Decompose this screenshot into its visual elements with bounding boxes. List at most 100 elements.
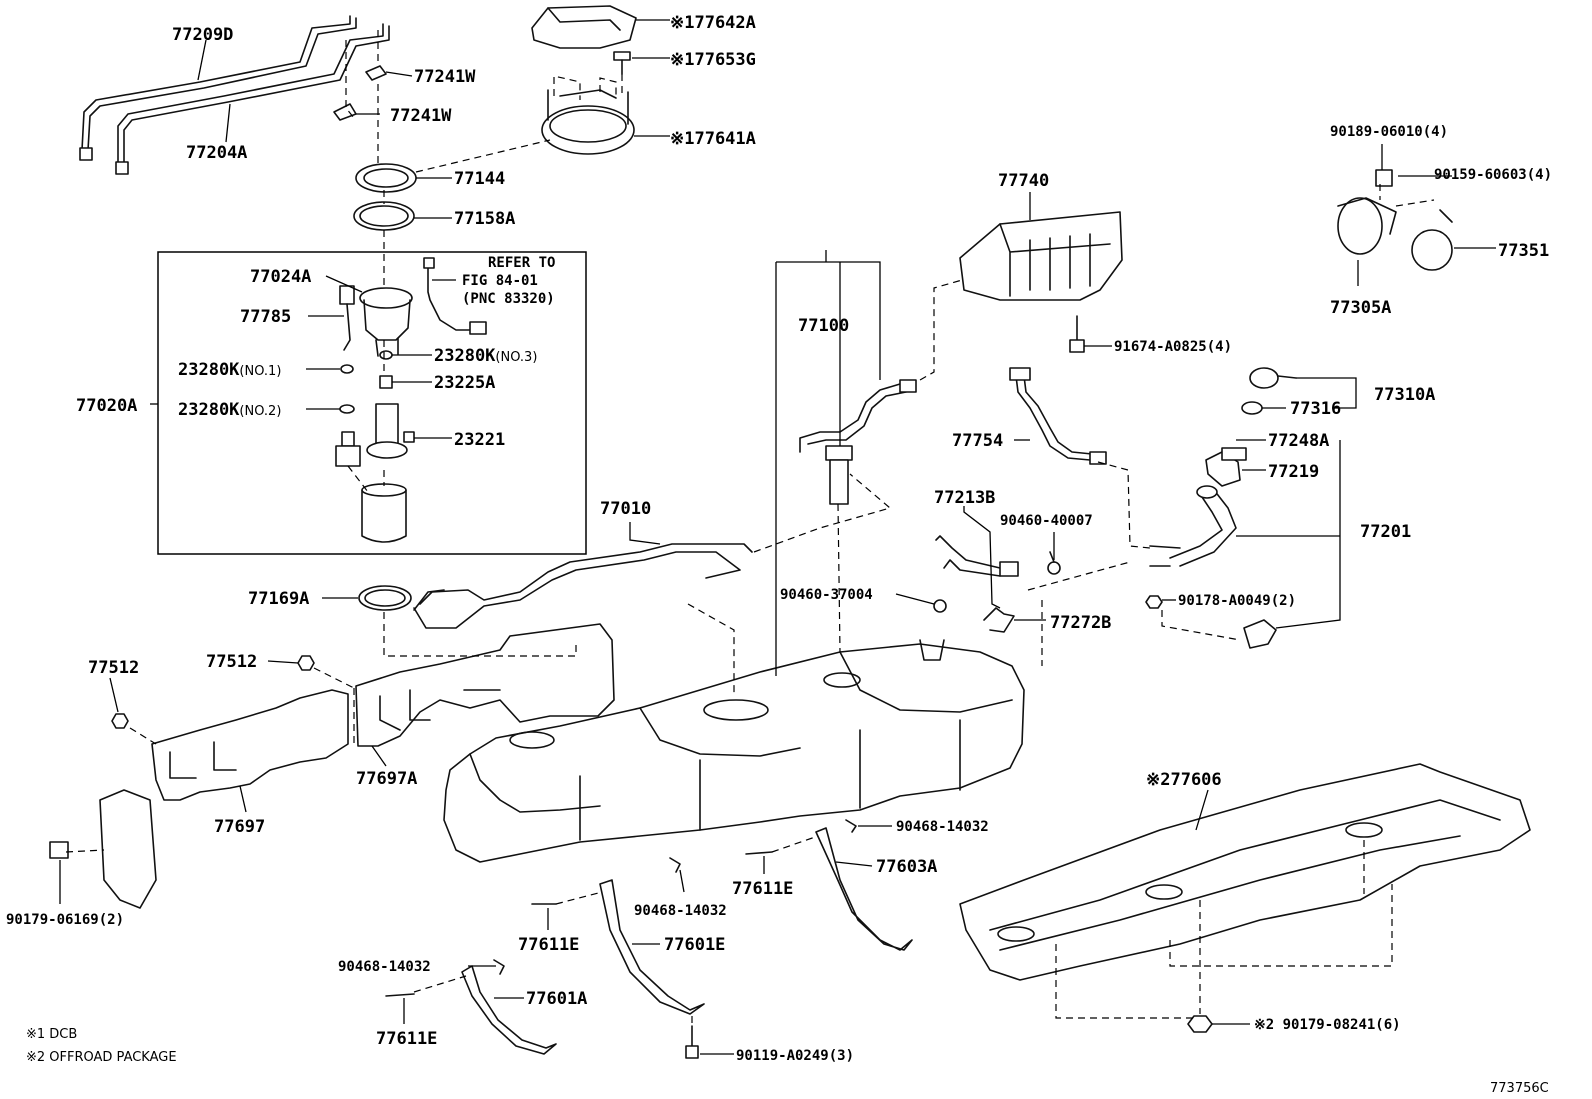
- label-90179-08241: ※2 90179-08241(6): [1254, 1017, 1401, 1033]
- label-90460-37004: 90460-37004: [780, 587, 873, 603]
- screw-90159-drawing[interactable]: [1439, 209, 1453, 223]
- ring-77641a-drawing[interactable]: [541, 89, 635, 155]
- filler-lid-77351-drawing[interactable]: [1411, 229, 1453, 271]
- skid-plate-77606-drawing[interactable]: [959, 763, 1531, 981]
- label-90179-06169: 90179-06169(2): [6, 912, 124, 928]
- label-77603a: 77603A: [876, 857, 937, 877]
- filler-bracket-drawing[interactable]: [1243, 619, 1277, 649]
- pin-77611e-c-drawing[interactable]: [385, 993, 415, 997]
- strap-77601a-drawing[interactable]: [461, 965, 557, 1055]
- label-77641a: ※177641A: [670, 129, 756, 149]
- cover-77642a-drawing[interactable]: [531, 5, 637, 49]
- label-77241w-lower: 77241W: [390, 106, 452, 126]
- fuel-pump-23221-drawing[interactable]: [366, 403, 415, 459]
- label-77351: 77351: [1498, 241, 1549, 261]
- fuel-cap-77310a-drawing[interactable]: [1249, 367, 1297, 389]
- pin-90468-b-drawing[interactable]: [669, 857, 681, 873]
- clamp-90460-37004-drawing[interactable]: [933, 599, 947, 613]
- label-77785: 77785: [240, 307, 291, 327]
- bolt-90179-08241-drawing[interactable]: [1187, 1015, 1213, 1033]
- label-77642a: ※177642A: [670, 13, 756, 33]
- strap-77601e-drawing[interactable]: [599, 879, 705, 1015]
- label-77606: ※277606: [1146, 770, 1222, 790]
- o-ring-23280k-no3[interactable]: [379, 350, 393, 360]
- label-77653g: ※177653G: [670, 50, 756, 70]
- vent-tube-77010-drawing[interactable]: [413, 543, 753, 629]
- label-77305a: 77305A: [1330, 298, 1391, 318]
- pin-77611e-a-drawing[interactable]: [745, 851, 773, 855]
- sender-77785-drawing[interactable]: [339, 285, 355, 351]
- label-77024a: 77024A: [250, 267, 311, 287]
- canister-77740-drawing[interactable]: [959, 211, 1123, 301]
- gasket-77316-drawing[interactable]: [1241, 401, 1263, 415]
- label-91674-a0825: 91674-A0825(4): [1114, 339, 1232, 355]
- label-refer-fig: FIG 84-01: [462, 273, 538, 289]
- label-77219: 77219: [1268, 462, 1319, 482]
- label-77201: 77201: [1360, 522, 1411, 542]
- fuel-pump-assembly-box: [157, 251, 587, 555]
- label-77213b: 77213B: [934, 488, 995, 508]
- heat-protector-77697-drawing[interactable]: [151, 689, 349, 801]
- dashed-guide-lines: [65, 30, 1435, 1026]
- bolt-90119-drawing[interactable]: [685, 1025, 699, 1059]
- fuel-line-77209d-drawing[interactable]: [79, 15, 357, 161]
- label-77020a: 77020A: [76, 396, 137, 416]
- clip-90178-drawing[interactable]: [1145, 595, 1163, 609]
- gasket-77158a-drawing[interactable]: [353, 201, 415, 231]
- nut-77512-a[interactable]: [111, 713, 129, 729]
- clamp-77241w-upper[interactable]: [365, 65, 387, 81]
- gasket-77169a-drawing[interactable]: [358, 585, 412, 611]
- hose-77213b-drawing[interactable]: [935, 535, 1019, 577]
- bolt-90179-06169-drawing[interactable]: [49, 841, 69, 859]
- label-77601e: 77601E: [664, 935, 725, 955]
- bracket-77272b-drawing[interactable]: [983, 607, 1015, 633]
- retainer-ring-77144-drawing[interactable]: [355, 163, 417, 193]
- filler-housing-77305a-drawing[interactable]: [1337, 169, 1397, 255]
- lower-protector-drawing[interactable]: [99, 789, 157, 909]
- o-ring-23280k-no1[interactable]: [340, 364, 354, 374]
- legend: ※1 DCB ※2 OFFROAD PACKAGE: [26, 1027, 177, 1065]
- label-77601a: 77601A: [526, 989, 587, 1009]
- legend-note-offroad: ※2 OFFROAD PACKAGE: [26, 1050, 177, 1065]
- pressure-regulator-drawing[interactable]: [335, 431, 361, 467]
- bolt-91674-drawing[interactable]: [1069, 315, 1085, 353]
- label-77611e-c: 77611E: [376, 1029, 437, 1049]
- label-77310a: 77310A: [1374, 385, 1435, 405]
- filler-pipe-77201-drawing[interactable]: [1149, 485, 1237, 567]
- nut-77512-b[interactable]: [297, 655, 315, 671]
- hose-77100-drawing[interactable]: [799, 379, 917, 505]
- label-23221: 23221: [454, 430, 505, 450]
- label-23280k-no1: 23280K(NO.1): [178, 360, 281, 380]
- clamp-77241w-lower[interactable]: [333, 103, 357, 121]
- label-77241w-upper: 77241W: [414, 67, 476, 87]
- label-77512-left: 77512: [88, 658, 139, 678]
- filler-neck-77219-drawing[interactable]: [1205, 447, 1247, 487]
- fuel-line-77204a-drawing[interactable]: [115, 23, 390, 175]
- leader-lines: [59, 19, 1496, 1055]
- label-90460-40007: 90460-40007: [1000, 513, 1093, 529]
- label-77204a: 77204A: [186, 143, 247, 163]
- sender-float-drawing[interactable]: [423, 257, 487, 335]
- fuel-tank-drawing[interactable]: [443, 639, 1025, 863]
- label-77316: 77316: [1290, 399, 1341, 419]
- label-90468-14032-b: 90468-14032: [634, 903, 727, 919]
- label-refer-pnc: (PNC 83320): [462, 291, 555, 307]
- pin-90468-a-drawing[interactable]: [845, 819, 857, 833]
- filter-23225a-drawing[interactable]: [379, 375, 393, 389]
- label-77697: 77697: [214, 817, 265, 837]
- strap-77603a-drawing[interactable]: [815, 827, 913, 951]
- label-90178-a0049: 90178-A0049(2): [1178, 593, 1296, 609]
- filter-cup-drawing[interactable]: [361, 483, 407, 543]
- hose-77754-drawing[interactable]: [1009, 367, 1107, 465]
- label-77144: 77144: [454, 169, 505, 189]
- label-77169a: 77169A: [248, 589, 309, 609]
- label-77611e-b: 77611E: [518, 935, 579, 955]
- pin-90468-c-drawing[interactable]: [493, 959, 505, 975]
- label-77272b: 77272B: [1050, 613, 1111, 633]
- bolt-77653g-drawing[interactable]: [613, 51, 631, 75]
- heat-protector-77697a-drawing[interactable]: [355, 623, 615, 747]
- o-ring-23280k-no2[interactable]: [339, 404, 355, 414]
- clamp-90460-40007-drawing[interactable]: [1047, 551, 1061, 575]
- pump-flange-77024a-drawing[interactable]: [359, 287, 413, 357]
- label-77697a: 77697A: [356, 769, 417, 789]
